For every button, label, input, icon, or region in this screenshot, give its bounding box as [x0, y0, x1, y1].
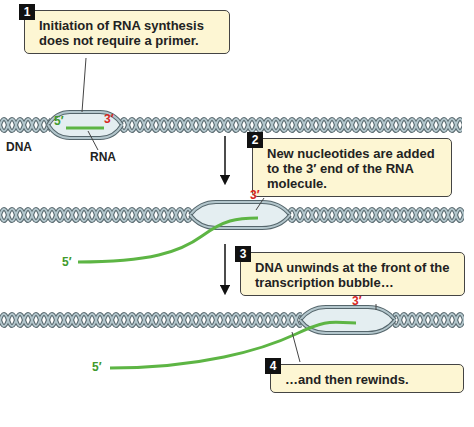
leader-line	[88, 131, 98, 150]
callout-text: DNA unwinds at the front of the transcri…	[255, 260, 458, 290]
end-label: 3′	[352, 294, 362, 308]
leader-line	[82, 58, 86, 112]
strand-name: DNA	[6, 140, 32, 154]
step-number: 1	[19, 4, 35, 20]
end-label: 3′	[250, 188, 260, 202]
dna-helix	[0, 58, 462, 150]
rna-strand	[78, 218, 258, 262]
end-label: 5′	[54, 114, 64, 128]
rna-strand	[66, 127, 104, 130]
callout-box: 2New nucleotides are added to the 3′ end…	[252, 138, 452, 197]
end-label: 5′	[92, 360, 102, 374]
step-number: 4	[265, 358, 281, 374]
step-arrow	[224, 136, 226, 180]
leader-line	[292, 332, 300, 362]
callout-text: …and then rewinds.	[285, 372, 457, 387]
step-arrow	[224, 244, 226, 290]
step-number: 3	[235, 246, 251, 262]
callout-box: 4…and then rewinds.	[270, 364, 464, 393]
dna-helix	[0, 304, 464, 368]
callout-text: Initiation of RNA synthesis does not req…	[39, 18, 223, 48]
callout-box: 3DNA unwinds at the front of the transcr…	[240, 252, 465, 296]
end-label: 5′	[62, 255, 72, 269]
end-label: 3′	[104, 112, 114, 126]
step-number: 2	[247, 132, 263, 148]
callout-text: New nucleotides are added to the 3′ end …	[267, 146, 445, 191]
strand-name: RNA	[90, 150, 116, 164]
leader-line	[376, 304, 377, 310]
rna-strand	[110, 322, 356, 368]
callout-box: 1Initiation of RNA synthesis does not re…	[24, 10, 230, 54]
